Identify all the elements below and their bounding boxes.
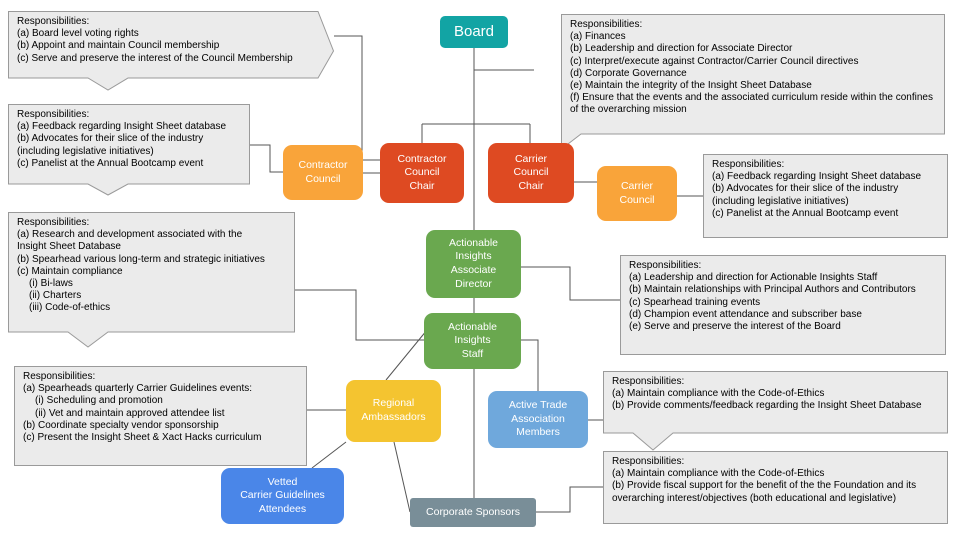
callout-shape <box>8 212 295 348</box>
ambassadors-to-attendees-connector <box>311 441 347 469</box>
callout-line: (c) Spearhead training events <box>629 296 761 308</box>
staff-responsibilities-callout: Responsibilities: (a) Research and devel… <box>8 212 295 348</box>
callout-line: (a) Finances <box>570 31 626 43</box>
callout-line: (ii) Charters <box>29 290 82 302</box>
callout-line: (i) Bi-laws <box>29 277 73 289</box>
callout-title: Responsibilities: <box>17 217 90 228</box>
callout-line: (b) Advocates for their slice of the ind… <box>712 183 899 195</box>
active-trade-members-responsibilities-callout: Responsibilities: (a) Maintain complianc… <box>603 371 948 451</box>
callout-line: (d) Corporate Governance <box>570 67 687 79</box>
board-responsibilities-callout: Responsibilities: (a) Finances (b) Leade… <box>561 14 945 156</box>
callout-shape <box>603 371 948 451</box>
regional-ambassadors-responsibilities-callout: Responsibilities: (a) Spearheads quarter… <box>14 366 307 466</box>
carrier-council-responsibilities-callout: Responsibilities: (a) Feedback regarding… <box>703 154 948 238</box>
callout-line: (ii) Vet and maintain approved attendee … <box>35 407 225 419</box>
actionable-insights-staff-node: Actionable Insights Staff <box>424 313 521 369</box>
callout-line: (a) Board level voting rights <box>17 28 139 40</box>
carrier-council-node: Carrier Council <box>597 166 677 221</box>
staff-callout-connector <box>295 289 424 341</box>
callout-line: (a) Feedback regarding Insight Sheet dat… <box>712 171 922 183</box>
callout-line: (b) Advocates for their slice of the ind… <box>17 133 204 145</box>
callout-line: (a) Maintain compliance with the Code-of… <box>612 468 825 480</box>
staff-to-members-connector <box>521 339 539 391</box>
callout-line: (b) Coordinate specialty vendor sponsors… <box>23 419 219 431</box>
callout-title: Responsibilities: <box>23 371 96 382</box>
callout-line: (a) Leadership and direction for Actiona… <box>629 272 878 284</box>
contractor-chair-responsibilities-callout: Responsibilities: (a) Board level voting… <box>8 11 334 91</box>
callout-line: (including legislative initiatives) <box>712 195 849 207</box>
callout-title: Responsibilities: <box>17 16 90 27</box>
callout-line: (b) Provide comments/feedback regarding … <box>612 400 922 412</box>
callout-line: (including legislative initiatives) <box>17 145 154 157</box>
callout-line: (c) Interpret/execute against Contractor… <box>570 55 859 67</box>
callout-line: (e) Maintain the integrity of the Insigh… <box>570 79 812 91</box>
callout-line: (a) Research and development associated … <box>17 229 243 241</box>
associate-director-responsibilities-callout: Responsibilities: (a) Leadership and dir… <box>620 255 946 355</box>
contractor-council-node: Contractor Council <box>283 145 363 200</box>
ambassadors-to-sponsors-connector <box>393 441 411 513</box>
vetted-carrier-guidelines-attendees-node: Vetted Carrier Guidelines Attendees <box>221 468 344 524</box>
callout-title: Responsibilities: <box>612 456 685 467</box>
contractor-council-responsibilities-callout: Responsibilities: (a) Feedback regarding… <box>8 104 250 196</box>
callout-shape <box>8 104 250 196</box>
contractor-council-chair-node: Contractor Council Chair <box>380 143 464 203</box>
callout-line: Insight Sheet Database <box>17 241 121 253</box>
sponsors-callout-connector <box>536 486 603 513</box>
callout-line: (c) Present the Insight Sheet & Xact Hac… <box>23 431 262 443</box>
callout-title: Responsibilities: <box>17 109 90 120</box>
regional-ambassadors-node: Regional Ambassadors <box>346 380 441 442</box>
callout-shape <box>620 255 946 355</box>
callout-line: (b) Maintain relationships with Principa… <box>629 284 916 296</box>
board-node: Board <box>440 16 508 48</box>
actionable-insights-associate-director-node: Actionable Insights Associate Director <box>426 230 521 298</box>
callout-title: Responsibilities: <box>612 376 685 387</box>
callout-shape <box>14 366 307 466</box>
corporate-sponsors-node: Corporate Sponsors <box>410 498 536 527</box>
callout-shape <box>603 451 948 524</box>
callout-line: (a) Feedback regarding Insight Sheet dat… <box>17 121 227 133</box>
callout-line: (c) Serve and preserve the interest of t… <box>17 52 293 64</box>
callout-title: Responsibilities: <box>712 159 785 170</box>
callout-shape <box>8 11 334 91</box>
callout-line: (c) Maintain compliance <box>17 265 123 277</box>
contractor-chair-callout-connector <box>334 35 380 161</box>
callout-shape <box>561 14 945 151</box>
callout-line: (c) Panelist at the Annual Bootcamp even… <box>712 207 899 219</box>
callout-shape <box>703 154 948 238</box>
callout-line: (b) Leadership and direction for Associa… <box>570 43 793 55</box>
associate-director-callout-connector <box>521 266 623 301</box>
callout-line: (b) Appoint and maintain Council members… <box>17 40 220 52</box>
callout-title: Responsibilities: <box>629 260 702 271</box>
callout-line: (iii) Code-of-ethics <box>29 302 111 314</box>
carrier-council-chair-node: Carrier Council Chair <box>488 143 574 203</box>
callout-line: (e) Serve and preserve the interest of t… <box>629 320 841 332</box>
callout-title: Responsibilities: <box>570 19 643 30</box>
callout-line: (a) Maintain compliance with the Code-of… <box>612 388 825 400</box>
callout-line: (c) Panelist at the Annual Bootcamp even… <box>17 157 204 169</box>
callout-line: (d) Champion event attendance and subscr… <box>629 308 862 320</box>
callout-line: (b) Provide fiscal support for the benef… <box>612 480 917 504</box>
callout-line: (b) Spearhead various long-term and stra… <box>17 253 265 265</box>
staff-to-ambassadors-connector <box>385 329 428 381</box>
corporate-sponsors-responsibilities-callout: Responsibilities: (a) Maintain complianc… <box>603 451 948 531</box>
contractor-council-callout-connector <box>250 144 283 173</box>
callout-line: (i) Scheduling and promotion <box>35 395 163 407</box>
callout-line: (a) Spearheads quarterly Carrier Guideli… <box>23 383 252 395</box>
active-trade-association-members-node: Active Trade Association Members <box>488 391 588 448</box>
callout-line: (f) Ensure that the events and the assoc… <box>570 92 933 116</box>
